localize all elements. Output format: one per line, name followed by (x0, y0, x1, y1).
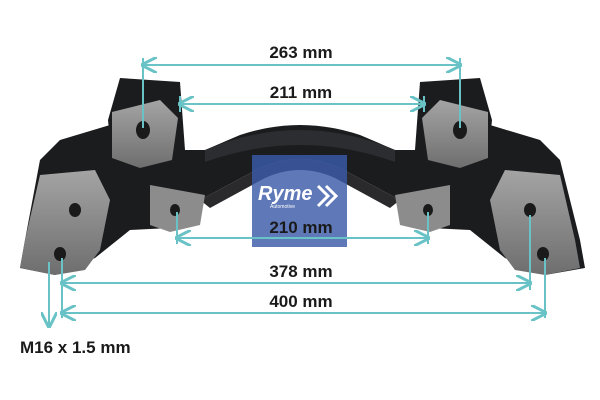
dimension-400: 400 mm (62, 258, 545, 318)
logo-name: Ryme (258, 183, 312, 205)
dim-263-label: 263 mm (269, 43, 332, 62)
mounting-holes (54, 121, 549, 261)
logo-tagline: Automotive (270, 204, 295, 210)
dimension-210: 210 mm (177, 212, 428, 244)
dim-400-label: 400 mm (269, 292, 332, 311)
dimension-378: 378 mm (62, 215, 530, 290)
dim-378-label: 378 mm (269, 262, 332, 281)
dimension-263: 263 mm (143, 43, 460, 128)
thread-callout: M16 x 1.5 mm (20, 262, 131, 357)
thread-label: M16 x 1.5 mm (20, 338, 131, 357)
dim-210-label: 210 mm (269, 218, 332, 237)
dimension-211: 211 mm (180, 83, 424, 112)
carrier-body (20, 78, 585, 275)
dim-211-label: 211 mm (270, 83, 332, 102)
